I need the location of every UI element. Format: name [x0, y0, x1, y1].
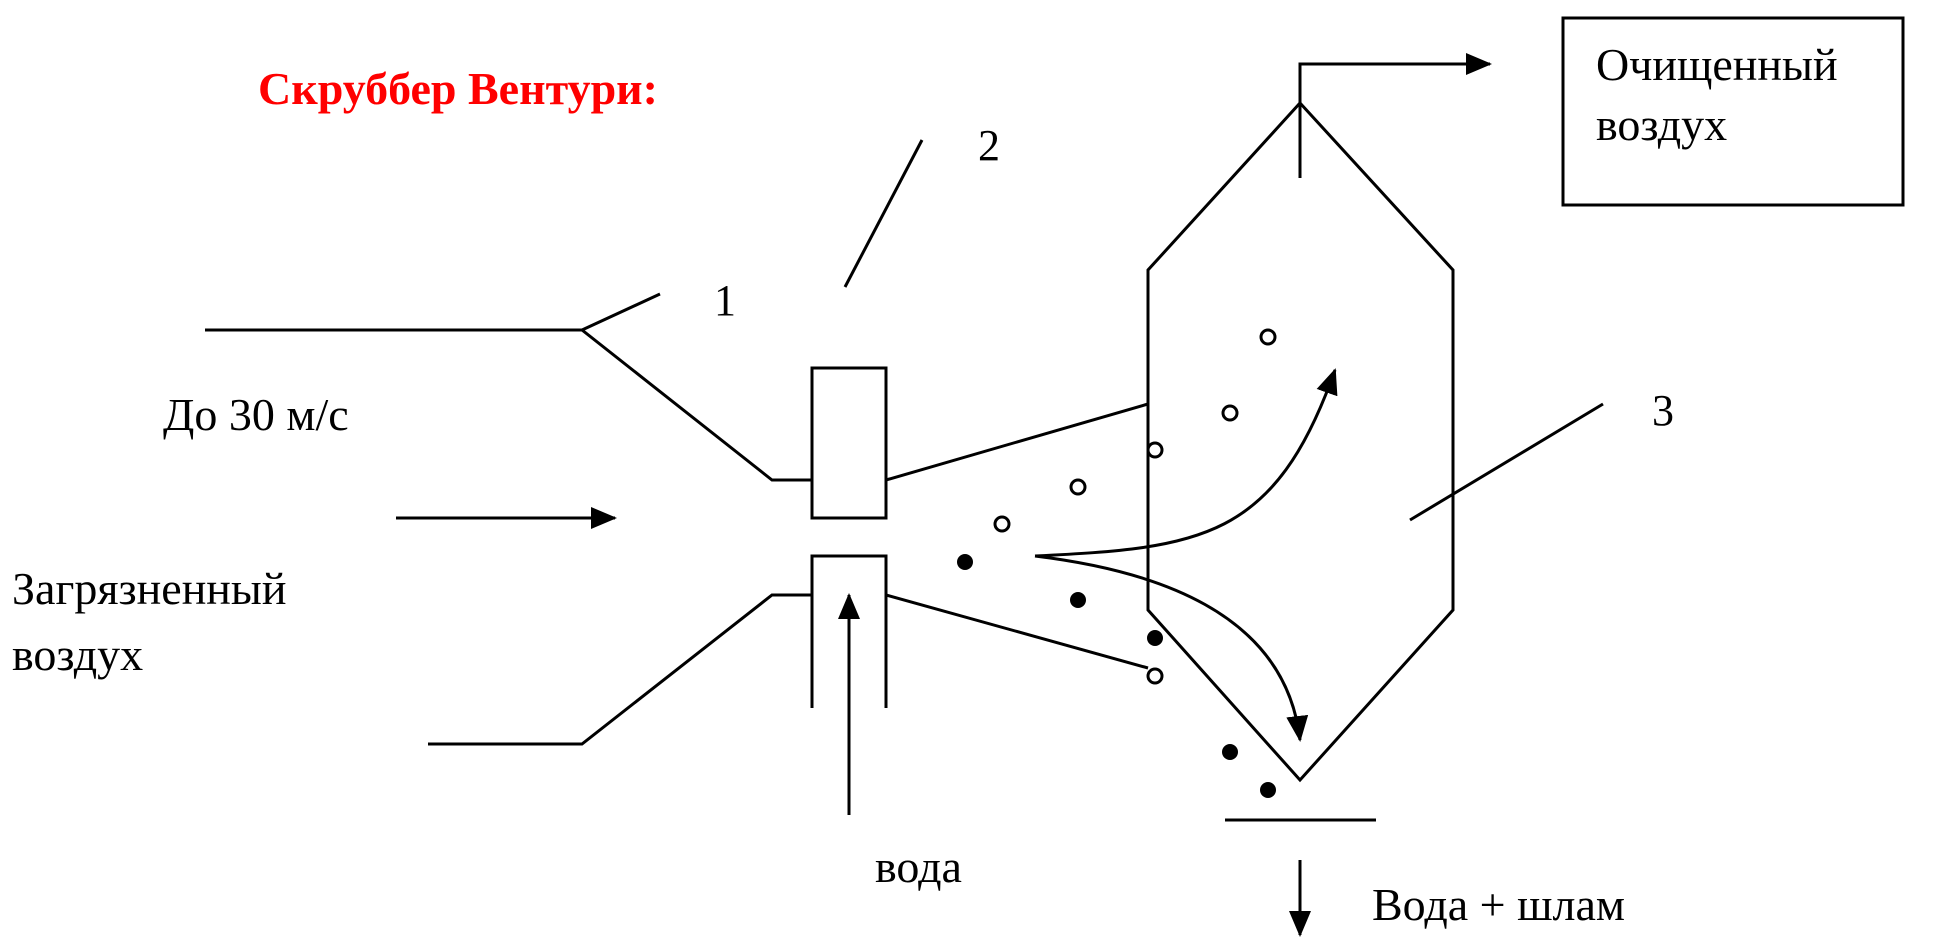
- dark-particle: [1147, 630, 1163, 646]
- dirty-flow-curve: [1034, 554, 1309, 742]
- light-particle: [993, 515, 1011, 533]
- inlet-speed-label: До 30 м/с: [163, 389, 349, 440]
- diffuser-lower-wall: [885, 593, 1149, 670]
- water-label: вода: [875, 841, 962, 892]
- number-3: 3: [1652, 386, 1674, 435]
- clean-air-label-line1: Очищенный: [1596, 39, 1838, 90]
- throat-block-upper: [810, 366, 888, 520]
- dark-particle: [1260, 782, 1276, 798]
- dark-particle: [1222, 744, 1238, 760]
- light-particle: [1069, 478, 1087, 496]
- dirty-air-label-line1: Загрязненный: [12, 563, 286, 614]
- water-sludge-label: Вода + шлам: [1372, 879, 1625, 930]
- venturi-upper-wall: [205, 328, 812, 482]
- dark-particle: [957, 554, 973, 570]
- clean-air-outlet-pipe: [1298, 53, 1492, 178]
- diffuser-upper-wall: [885, 402, 1149, 482]
- clean-air-label-line2: воздух: [1596, 99, 1727, 150]
- dirty-air-label-line2: воздух: [12, 629, 143, 680]
- number-2: 2: [978, 121, 1000, 170]
- venturi-lower-wall: [428, 593, 812, 746]
- water-nozzle: [810, 554, 888, 708]
- number-1: 1: [714, 276, 736, 325]
- dark-particles: [957, 554, 1276, 798]
- leader-line-2: [843, 139, 924, 288]
- light-particle: [1259, 328, 1277, 346]
- clean-air-box: [1561, 16, 1905, 207]
- clean-flow-curve: [1034, 368, 1338, 558]
- light-particles: [993, 328, 1277, 685]
- diagram-title: Скруббер Вентури:: [258, 63, 658, 114]
- light-particle: [1146, 441, 1164, 459]
- leader-line-3: [1409, 402, 1604, 522]
- light-particle: [1221, 404, 1239, 422]
- separator-vessel: [1146, 100, 1455, 783]
- leader-line-1: [581, 292, 661, 332]
- light-particle: [1146, 667, 1164, 685]
- dark-particle: [1070, 592, 1086, 608]
